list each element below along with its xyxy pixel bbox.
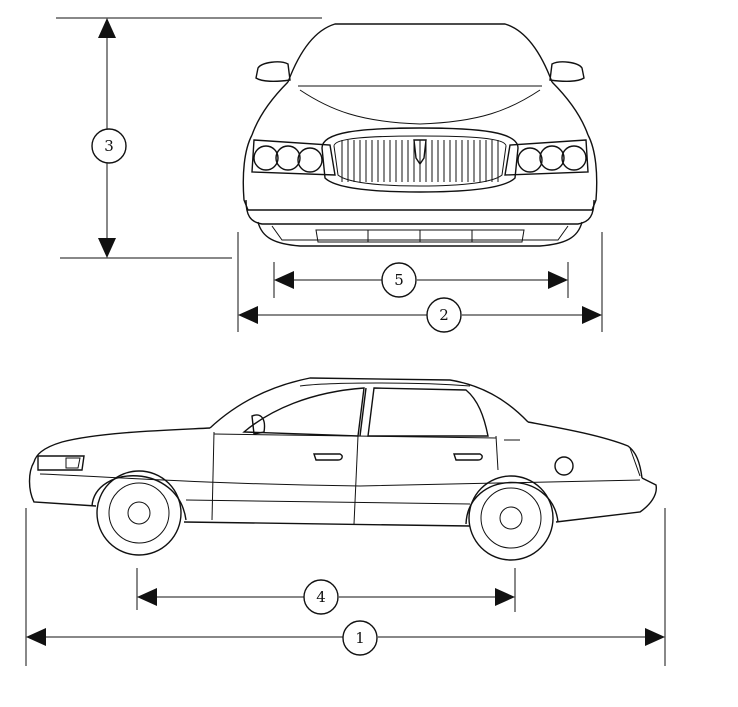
dimension-label-3: 3 [104, 137, 114, 155]
dimension-marker-2 [426, 297, 462, 333]
dimension-overall-width: 2 [238, 297, 602, 333]
dimension-overall-length: 1 [26, 620, 665, 656]
dimension-track-width: 5 [274, 262, 568, 298]
dimension-marker-5 [381, 262, 417, 298]
dimension-marker-1 [342, 620, 378, 656]
dimension-label-1: 1 [355, 629, 365, 647]
dimension-wheelbase: 4 [137, 579, 515, 615]
dimension-label-5: 5 [394, 271, 404, 289]
grille-bars [341, 140, 499, 182]
car-side-view [28, 377, 657, 561]
dimension-marker-3 [91, 128, 127, 164]
dimension-label-4: 4 [316, 588, 326, 606]
car-front-view [242, 23, 598, 247]
dimension-marker-4 [303, 579, 339, 615]
extension-lines [25, 17, 666, 666]
dimension-label-2: 2 [439, 306, 449, 324]
dimension-overall-height: 3 [91, 18, 127, 258]
